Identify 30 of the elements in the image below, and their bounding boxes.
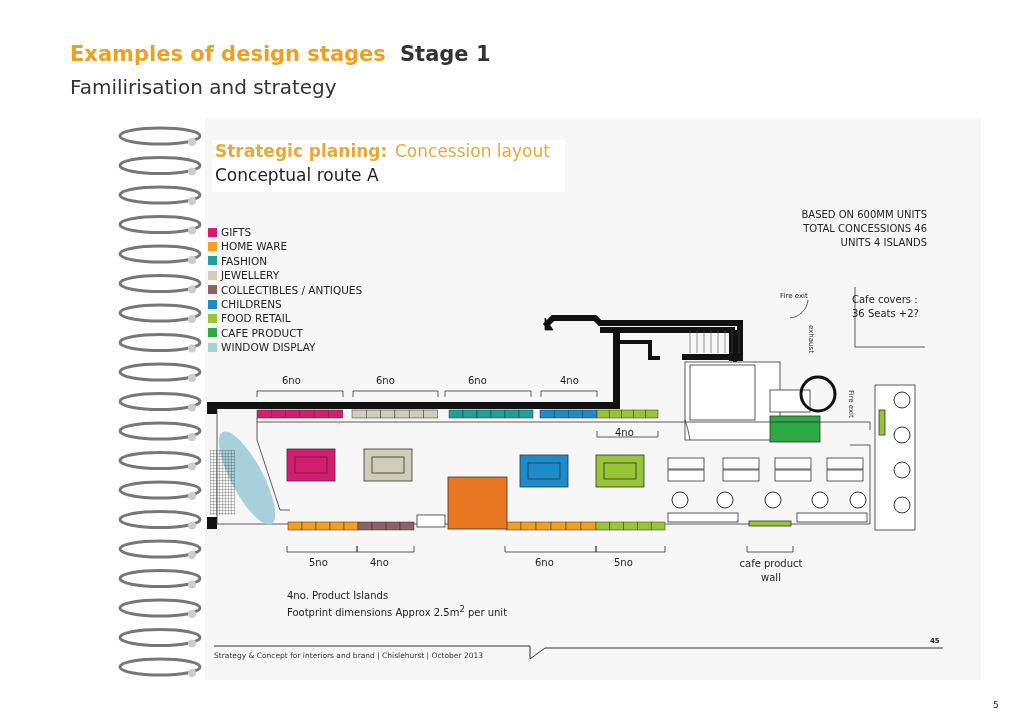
dimension-label: 4no bbox=[370, 557, 389, 568]
note-text: Cafe covers : 36 Seats +2? bbox=[852, 293, 920, 321]
legend-label: FOOD RETAIL bbox=[221, 312, 291, 325]
dimension-label: 6no bbox=[282, 375, 301, 386]
panel-subheading: Conceptual route A bbox=[215, 165, 379, 185]
legend-label: JEWELLERY bbox=[221, 269, 280, 282]
legend-label: CHILDRENS bbox=[221, 298, 282, 310]
note-text: 4no. Product Islands bbox=[287, 590, 389, 601]
dimension-label: 4no bbox=[615, 427, 634, 438]
heading-text: Stage 1 bbox=[400, 42, 491, 66]
legend-label: CAFE PRODUCT bbox=[221, 326, 303, 339]
title: Examples of design stages bbox=[70, 42, 386, 66]
legend-label: WINDOW DISPLAY bbox=[221, 341, 316, 354]
note-text: BASED ON 600MM UNITS TOTAL CONCESSIONS 46 UNITS 4 ISLANDS bbox=[800, 208, 927, 250]
panel-heading: Concession layout bbox=[395, 141, 550, 161]
note-text: Footprint dimensions Approx 2.5m$^{2}$ per unit bbox=[287, 604, 508, 619]
panel-heading: Strategic planing: bbox=[215, 141, 388, 161]
legend-label: FASHION bbox=[221, 254, 268, 267]
dimension-label: 6no bbox=[376, 375, 395, 386]
legend-label: HOME WARE bbox=[221, 240, 288, 253]
legend-label: GIFTS bbox=[221, 226, 252, 238]
dimension-label: 6no bbox=[535, 557, 554, 568]
dimension-label: 6no bbox=[468, 375, 487, 386]
dimension-label: 5no bbox=[309, 557, 328, 568]
dimension-label: 4no bbox=[560, 375, 579, 386]
dimension-label: 5no bbox=[614, 557, 633, 568]
legend-label: COLLECTIBLES / ANTIQUES bbox=[221, 283, 363, 296]
page-number: 5 bbox=[993, 700, 999, 710]
dimension-label: cafe product wall bbox=[738, 557, 804, 585]
subtitle: Familirisation and strategy bbox=[70, 75, 337, 99]
